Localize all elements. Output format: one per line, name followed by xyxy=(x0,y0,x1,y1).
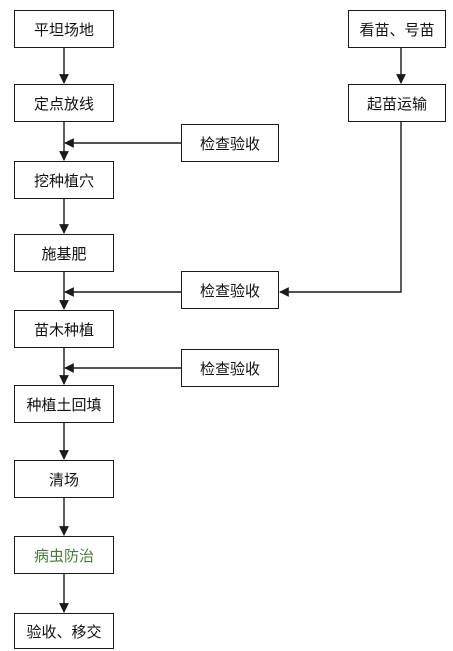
step-acceptance-handover: 验收、移交 xyxy=(14,613,114,649)
arrow-side2-to-inspection2 xyxy=(279,122,402,297)
step-level-site: 平坦场地 xyxy=(14,10,114,48)
step-clear-site: 清场 xyxy=(14,460,114,498)
step-pest-control: 病虫防治 xyxy=(14,536,114,574)
step-dig-planting-pit: 挖种植穴 xyxy=(14,161,114,199)
step-plant-seedlings: 苗木种植 xyxy=(14,310,114,348)
inspection-box-3: 检查验收 xyxy=(181,349,279,387)
inspection-box-2: 检查验收 xyxy=(181,271,279,309)
inspection-box-1: 检查验收 xyxy=(181,124,279,162)
side-step-lift-transport: 起苗运输 xyxy=(348,84,446,122)
step-backfill-soil: 种植土回填 xyxy=(14,385,114,423)
step-stake-out: 定点放线 xyxy=(14,84,114,122)
step-apply-base-fertilizer: 施基肥 xyxy=(14,234,114,272)
side-step-select-seedlings: 看苗、号苗 xyxy=(348,10,446,48)
